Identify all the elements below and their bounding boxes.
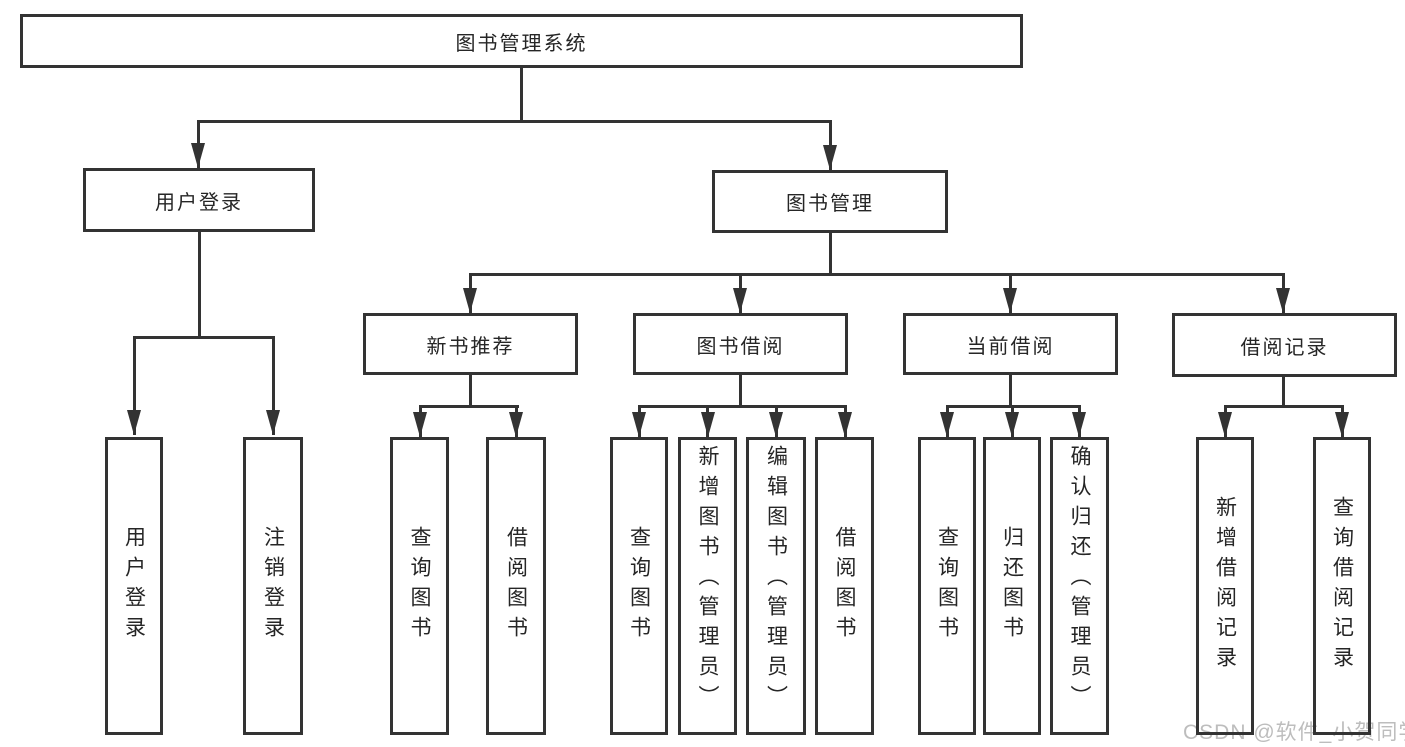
arrow-to-leaf-login [132, 336, 136, 435]
connector-book-mgmt-stub [828, 233, 832, 273]
leaf-label: 新增图书（管理员） [696, 445, 719, 715]
node-book-borrowing: 图书借阅 [633, 313, 848, 375]
arrow-to-book-mgmt [828, 120, 832, 170]
node-book-management: 图书管理 [712, 170, 948, 233]
arrow-to-book-borrow [738, 273, 742, 313]
leaf-label: 查询图书 [935, 526, 959, 646]
arrow-to-current-borrow [1008, 273, 1012, 313]
connector-user-login-branch [132, 336, 275, 339]
node-root-library-system: 图书管理系统 [20, 14, 1023, 68]
connector-book-borrow-stub [738, 375, 742, 405]
connector-new-book-stub [468, 375, 472, 405]
leaf-label: 确认归还（管理员） [1068, 445, 1091, 715]
csdn-watermark: CSDN @软件_小贺同学 [1183, 721, 1405, 744]
arrow-leaf [1340, 405, 1344, 437]
arrow-to-user-login [196, 120, 200, 168]
leaf-label: 查询图书 [627, 526, 651, 646]
connector-new-book-branch [418, 405, 519, 408]
arrow-leaf [418, 405, 422, 437]
connector-root-branch [196, 120, 832, 123]
connector-current-borrow-stub [1008, 375, 1012, 405]
leaf-borrow-books-2: 借阅图书 [815, 437, 874, 735]
node-user-login: 用户登录 [83, 168, 315, 232]
leaf-label: 查询借阅记录 [1330, 496, 1354, 676]
leaf-return-books: 归还图书 [983, 437, 1041, 735]
arrow-to-new-book [468, 273, 472, 313]
arrow-leaf [774, 405, 778, 437]
arrow-to-leaf-logout [271, 336, 275, 435]
connector-borrow-record-stub [1281, 377, 1285, 405]
leaf-add-borrow-record: 新增借阅记录 [1196, 437, 1254, 735]
arrow-leaf [843, 405, 847, 437]
connector-root-stub [519, 68, 523, 120]
leaf-label: 用户登录 [122, 526, 146, 646]
leaf-label: 新增借阅记录 [1213, 496, 1237, 676]
leaf-user-login: 用户登录 [105, 437, 163, 735]
leaf-add-books-admin: 新增图书（管理员） [678, 437, 737, 735]
connector-book-mgmt-branch [468, 273, 1285, 276]
leaf-label: 归还图书 [1000, 526, 1024, 646]
leaf-confirm-return-admin: 确认归还（管理员） [1050, 437, 1109, 735]
connector-book-borrow-branch [637, 405, 847, 408]
node-current-borrowing: 当前借阅 [903, 313, 1118, 375]
leaf-borrow-books-1: 借阅图书 [486, 437, 546, 735]
leaf-label: 注销登录 [261, 526, 285, 646]
node-borrowing-records: 借阅记录 [1172, 313, 1397, 377]
arrow-leaf [637, 405, 641, 437]
leaf-query-borrow-record: 查询借阅记录 [1313, 437, 1371, 735]
leaf-label: 借阅图书 [504, 526, 528, 646]
leaf-label: 借阅图书 [833, 526, 856, 646]
leaf-label: 查询图书 [408, 526, 431, 646]
connector-user-login-stub [197, 232, 201, 336]
arrow-leaf [1077, 405, 1081, 437]
arrow-leaf [706, 405, 709, 437]
arrow-leaf [1223, 405, 1227, 437]
arrow-leaf [514, 405, 518, 437]
leaf-query-books-1: 查询图书 [390, 437, 449, 735]
connector-borrow-record-branch [1223, 405, 1344, 408]
leaf-logout: 注销登录 [243, 437, 303, 735]
node-new-book-recommend: 新书推荐 [363, 313, 578, 375]
arrow-leaf [945, 405, 949, 437]
leaf-label: 编辑图书（管理员） [764, 445, 788, 715]
leaf-query-books-3: 查询图书 [918, 437, 976, 735]
arrow-to-borrow-record [1281, 273, 1285, 313]
leaf-edit-books-admin: 编辑图书（管理员） [746, 437, 806, 735]
leaf-query-books-2: 查询图书 [610, 437, 668, 735]
arrow-leaf [1010, 405, 1014, 437]
